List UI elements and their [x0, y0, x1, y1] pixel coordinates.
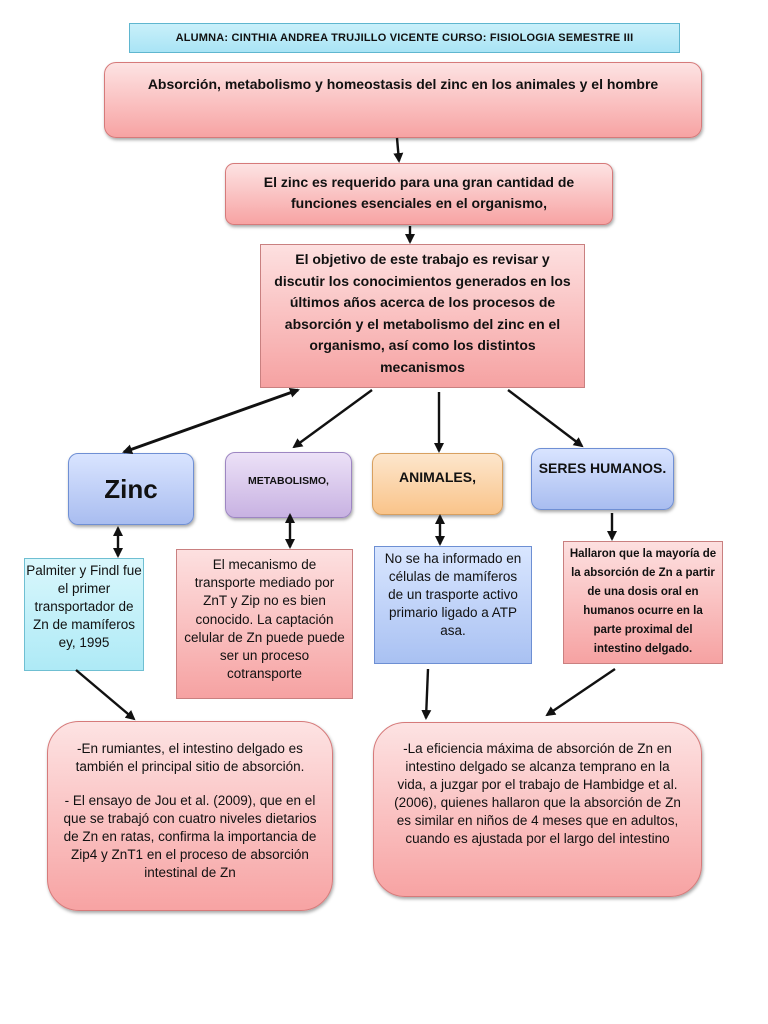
arrow-objective-zinc	[122, 387, 300, 455]
requirement-box: El zinc es requerido para una gran canti…	[225, 163, 613, 225]
jou-paragraph: - El ensayo de Jou et al. (2009), que en…	[63, 793, 317, 880]
eficiencia-box: -La eficiencia máxima de absorción de Zn…	[373, 722, 702, 897]
hallaron-detail-box: Hallaron que la mayoría de la absorción …	[563, 541, 723, 664]
arrow-nohainformado-eficiencia	[421, 668, 432, 720]
animales-node: ANIMALES,	[372, 453, 503, 515]
mecanismo-detail-box: El mecanismo de transporte mediado por Z…	[176, 549, 353, 699]
rumiantes-paragraph: -En rumiantes, el intestino delgado es t…	[75, 741, 305, 774]
arrow-objective-seres	[507, 389, 584, 448]
palmiter-detail-box: Palmiter y Findl fue el primer transport…	[24, 558, 144, 671]
arrow-title-to-requirement	[393, 137, 404, 163]
zinc-node: Zinc	[68, 453, 194, 525]
arrow-hallaron-eficiencia	[545, 668, 616, 717]
no-ha-informado-detail-box: No se ha informado en células de mamífer…	[374, 546, 532, 664]
objective-box: El objetivo de este trabajo es revisar y…	[260, 244, 585, 388]
title-box: Absorción, metabolismo y homeostasis del…	[104, 62, 702, 138]
seres-humanos-node: SERES HUMANOS.	[531, 448, 674, 510]
arrow-objective-metabolismo	[292, 389, 373, 449]
rumiantes-box: -En rumiantes, el intestino delgado es t…	[47, 721, 333, 911]
arrow-palmiter-rumiantes	[75, 669, 136, 721]
metabolismo-node: METABOLISMO,	[225, 452, 352, 518]
header-banner: ALUMNA: CINTHIA ANDREA TRUJILLO VICENTE …	[129, 23, 680, 53]
